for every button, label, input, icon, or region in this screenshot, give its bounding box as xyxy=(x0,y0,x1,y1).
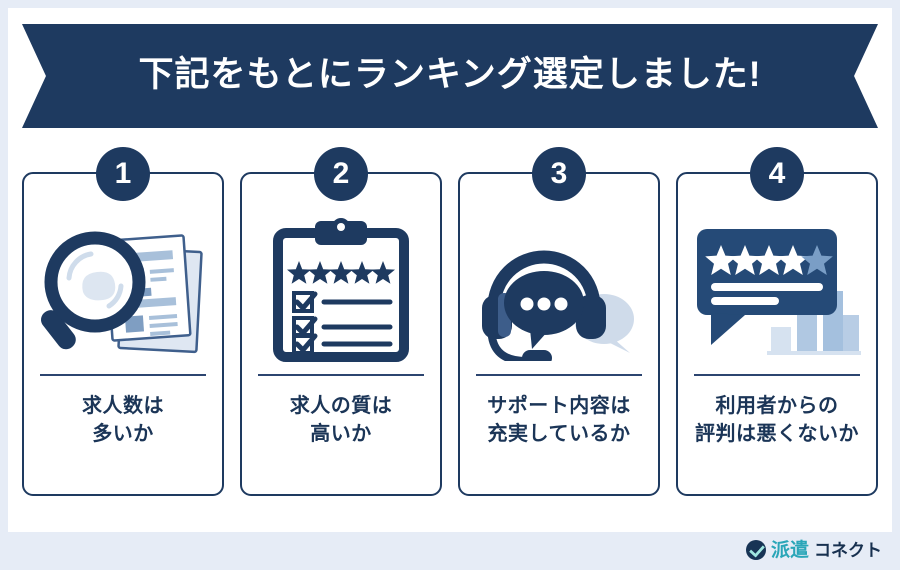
logo-text-primary: 派遣 xyxy=(770,539,809,561)
card-label-line1: 利用者からの xyxy=(715,395,839,417)
headset-chat-bubble-icon xyxy=(471,216,647,366)
banner-shape: 下記をもとにランキング選定しました! xyxy=(22,24,878,128)
criteria-card-3: 3 xyxy=(458,147,660,496)
card-label-line2: 高いか xyxy=(310,423,372,446)
clipboard-checklist-stars-icon xyxy=(253,216,429,366)
card-label-line1: 求人数は xyxy=(82,395,164,417)
brand-logo: 派遣 コネクト xyxy=(745,539,882,561)
card-number-badge: 3 xyxy=(532,147,586,201)
card-divider xyxy=(40,374,206,376)
card-label-line2: 多いか xyxy=(92,423,154,446)
card-label: 求人の質は 高いか xyxy=(290,392,393,449)
banner-ribbon: 下記をもとにランキング選定しました! xyxy=(22,24,878,128)
card-label: 求人数は 多いか xyxy=(82,392,164,449)
card-label-line1: 求人の質は xyxy=(289,395,393,417)
magnifier-documents-icon xyxy=(35,216,211,366)
criteria-card-2: 2 xyxy=(240,147,442,496)
card-number-badge: 1 xyxy=(96,147,150,201)
logo-text-secondary: コネクト xyxy=(814,540,882,560)
card-divider xyxy=(476,374,642,376)
card-label: 利用者からの 評判は悪くないか xyxy=(695,392,859,449)
card-number-badge: 4 xyxy=(750,147,804,201)
card-label: サポート内容は 充実しているか xyxy=(487,392,631,449)
criteria-card-1: 1 xyxy=(22,147,224,496)
card-label-line1: サポート内容は xyxy=(487,395,631,417)
card-divider xyxy=(258,374,424,376)
check-circle-icon xyxy=(745,540,766,560)
card-label-line2: 評判は悪くないか xyxy=(695,423,859,446)
card-number-badge: 2 xyxy=(314,147,368,201)
card-divider xyxy=(694,374,860,376)
card-label-line2: 充実しているか xyxy=(487,423,631,446)
criteria-card-list: 1 xyxy=(22,147,878,502)
criteria-card-4: 4 xyxy=(676,147,878,496)
banner-title: 下記をもとにランキング選定しました! xyxy=(138,54,762,94)
review-bubble-stars-barchart-icon xyxy=(689,216,865,366)
